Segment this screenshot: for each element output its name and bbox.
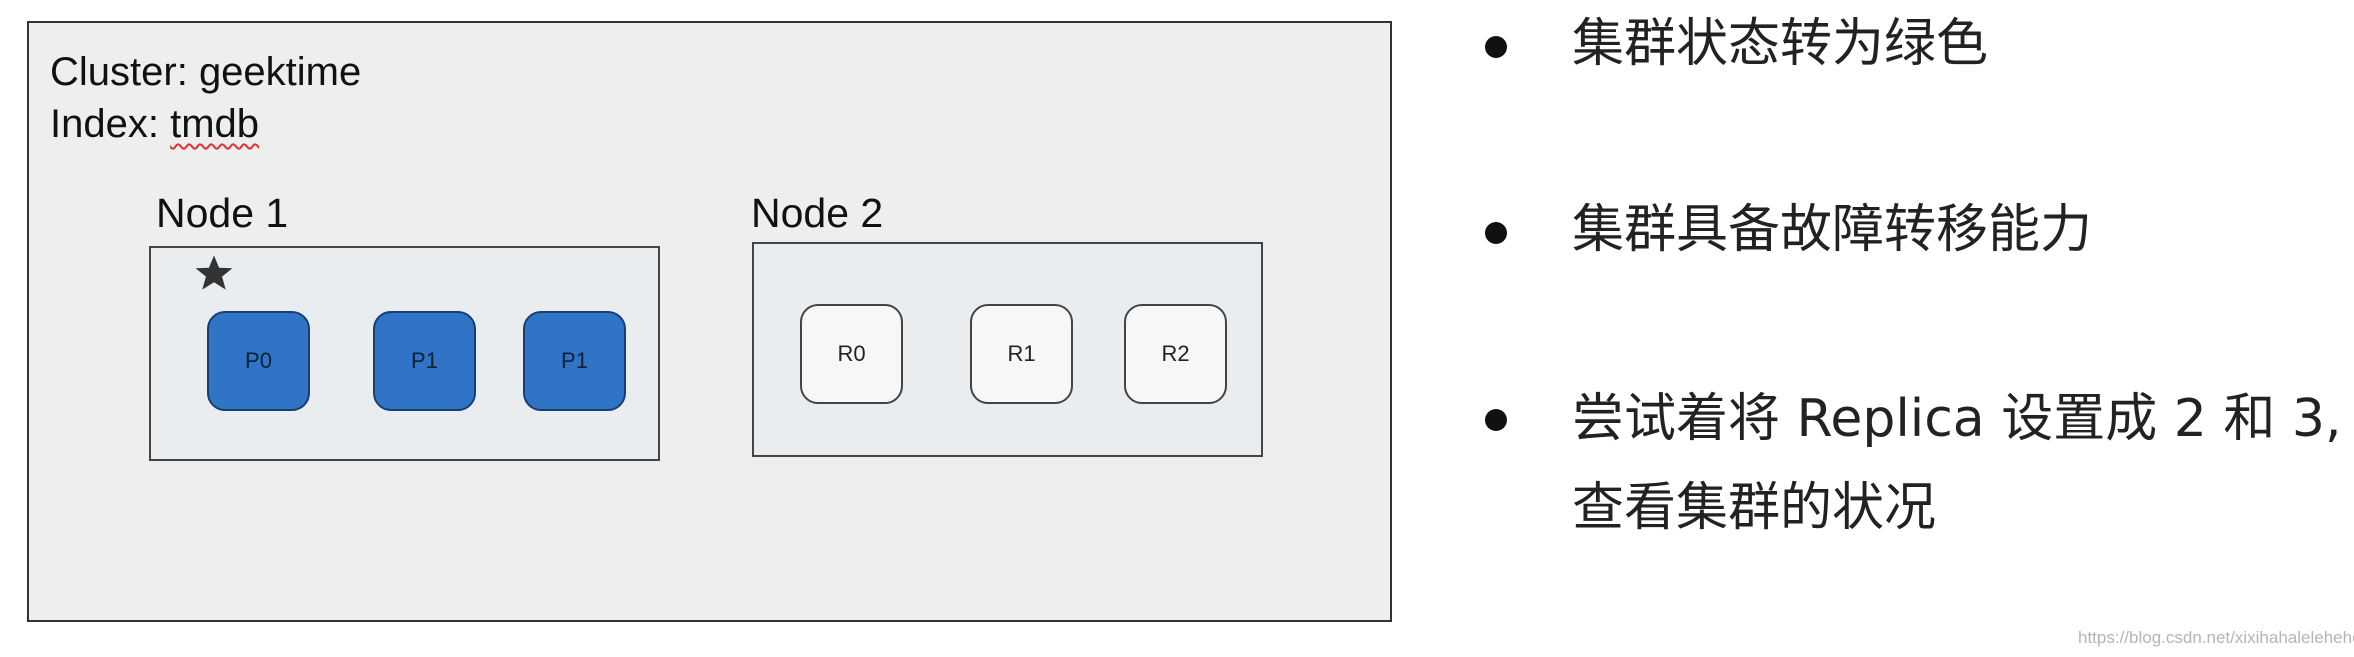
cluster-name-label: Cluster: geektime bbox=[50, 52, 361, 92]
shard-primary-p1: P1 bbox=[373, 311, 476, 411]
shard-replica-r0: R0 bbox=[800, 304, 903, 404]
cluster-name: geektime bbox=[198, 50, 362, 94]
index-name: tmdb bbox=[170, 102, 260, 146]
index-name-label: Index: tmdb bbox=[50, 104, 259, 144]
shard-primary-p1: P1 bbox=[523, 311, 626, 411]
bullet-text-failover: 集群具备故障转移能力 bbox=[1572, 200, 2093, 260]
shard-replica-r1: R1 bbox=[970, 304, 1073, 404]
node-1-title: Node 1 bbox=[156, 190, 289, 236]
bullet-text-replica-line2: 查看集群的状况 bbox=[1572, 478, 1937, 538]
bullet-icon bbox=[1485, 222, 1507, 244]
bullet-text-replica-line1: 尝试着将 Replica 设置成 2 和 3, bbox=[1572, 389, 2342, 449]
bullet-text-cluster-green: 集群状态转为绿色 bbox=[1572, 14, 1989, 74]
shard-replica-r2: R2 bbox=[1124, 304, 1227, 404]
bullet-icon bbox=[1485, 36, 1507, 58]
bullet-icon bbox=[1485, 409, 1507, 431]
shard-primary-p0: P0 bbox=[207, 311, 310, 411]
watermark: https://blog.csdn.net/xixihahalelehehe bbox=[2078, 628, 2354, 647]
node-2-title: Node 2 bbox=[751, 190, 884, 236]
cluster-prefix: Cluster: bbox=[50, 50, 199, 94]
index-prefix: Index: bbox=[50, 102, 171, 146]
star-icon bbox=[195, 255, 233, 290]
